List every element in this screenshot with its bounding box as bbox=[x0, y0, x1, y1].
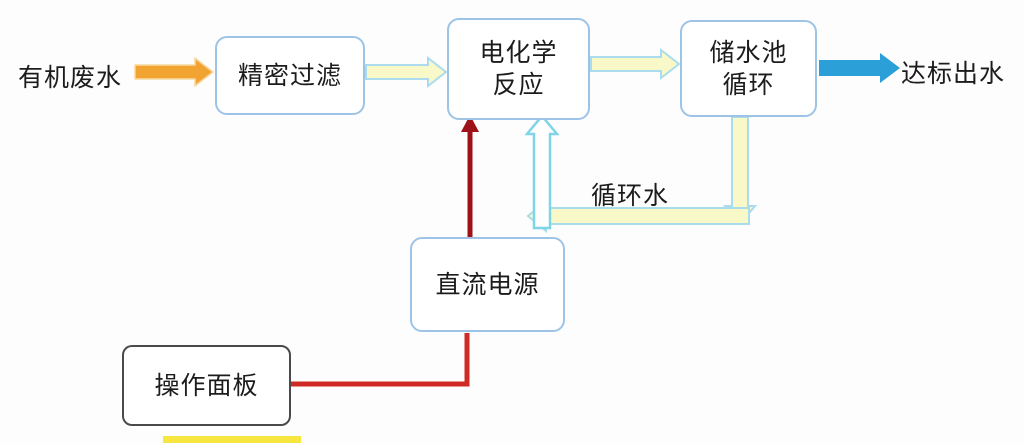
node-storage-tank-label-line1: 储水池 bbox=[709, 38, 788, 67]
node-precision-filtration: 精密过滤 bbox=[215, 36, 365, 115]
node-operation-panel-label: 操作面板 bbox=[154, 371, 259, 400]
recycle-water-label: 循环水 bbox=[591, 182, 670, 210]
node-storage-tank-circulation: 储水池 循环 bbox=[680, 20, 817, 117]
node-electrochemical-reaction-label-line1: 电化学 bbox=[479, 39, 558, 67]
effluent-arrow bbox=[819, 53, 900, 83]
influent-label: 有机废水 bbox=[18, 64, 123, 92]
node-dc-power-supply-label: 直流电源 bbox=[435, 270, 540, 299]
node-dc-power-supply: 直流电源 bbox=[410, 237, 565, 332]
recycle-down-arrow bbox=[722, 116, 758, 226]
filter-to-electro-arrow bbox=[365, 55, 448, 89]
node-precision-filtration-label: 精密过滤 bbox=[237, 61, 342, 90]
node-storage-tank-label-line2: 循环 bbox=[722, 70, 775, 99]
effluent-label: 达标出水 bbox=[901, 60, 1006, 88]
panel-to-power-line bbox=[291, 333, 470, 387]
influent-arrow bbox=[134, 56, 215, 88]
recycle-up-arrow bbox=[524, 114, 560, 230]
electro-to-tank-arrow bbox=[590, 47, 681, 81]
node-operation-panel: 操作面板 bbox=[122, 345, 291, 426]
bottom-highlight-bar bbox=[163, 436, 301, 443]
node-electrochemical-reaction: 电化学 反应 bbox=[447, 18, 590, 120]
node-electrochemical-reaction-label-line2: 反应 bbox=[492, 71, 545, 99]
